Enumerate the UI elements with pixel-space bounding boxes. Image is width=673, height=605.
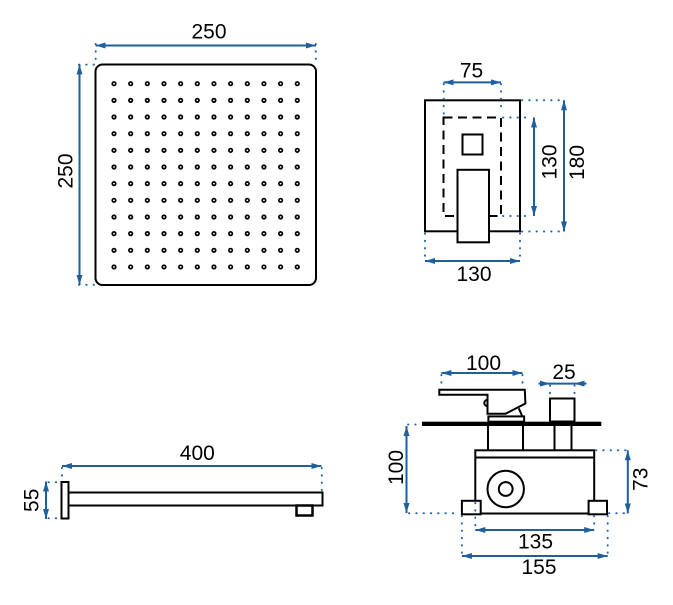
svg-text:130: 130	[456, 263, 491, 286]
svg-text:130: 130	[539, 144, 562, 179]
svg-text:400: 400	[180, 442, 215, 465]
svg-text:73: 73	[630, 468, 653, 491]
svg-text:100: 100	[385, 450, 408, 485]
svg-text:155: 155	[521, 556, 556, 579]
svg-text:25: 25	[552, 361, 575, 384]
svg-text:100: 100	[466, 352, 501, 375]
svg-text:135: 135	[518, 531, 553, 554]
svg-text:55: 55	[21, 489, 44, 512]
svg-text:250: 250	[55, 153, 78, 188]
svg-text:75: 75	[460, 60, 483, 83]
svg-text:180: 180	[566, 145, 589, 180]
svg-text:250: 250	[191, 21, 226, 44]
